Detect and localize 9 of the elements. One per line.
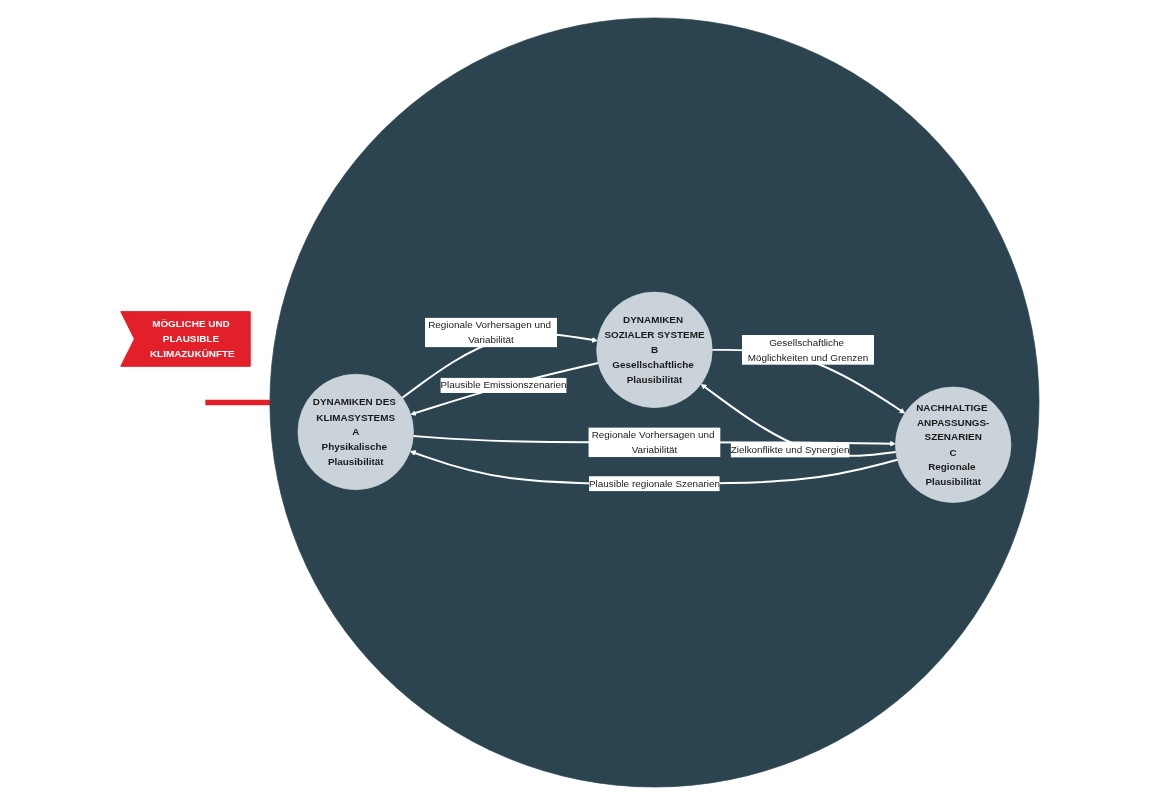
edge-label: Gesellschaftliche Möglichkeiten und Grenzen — [747, 336, 868, 363]
node-circle — [894, 386, 1011, 503]
edge-label: Zielkonflikte und Synergien — [730, 443, 850, 455]
edge-label: Regionale Vorhersagen und Variabilität — [591, 428, 714, 455]
node-circle — [297, 373, 414, 491]
edge-label: Regionale Vorhersagen und Variabilität — [427, 318, 551, 346]
edge-label: Plausible Emissionszenarien — [439, 379, 567, 391]
node-circle — [595, 291, 713, 408]
edge-label: Plausible regionale Szenarien — [588, 477, 720, 489]
